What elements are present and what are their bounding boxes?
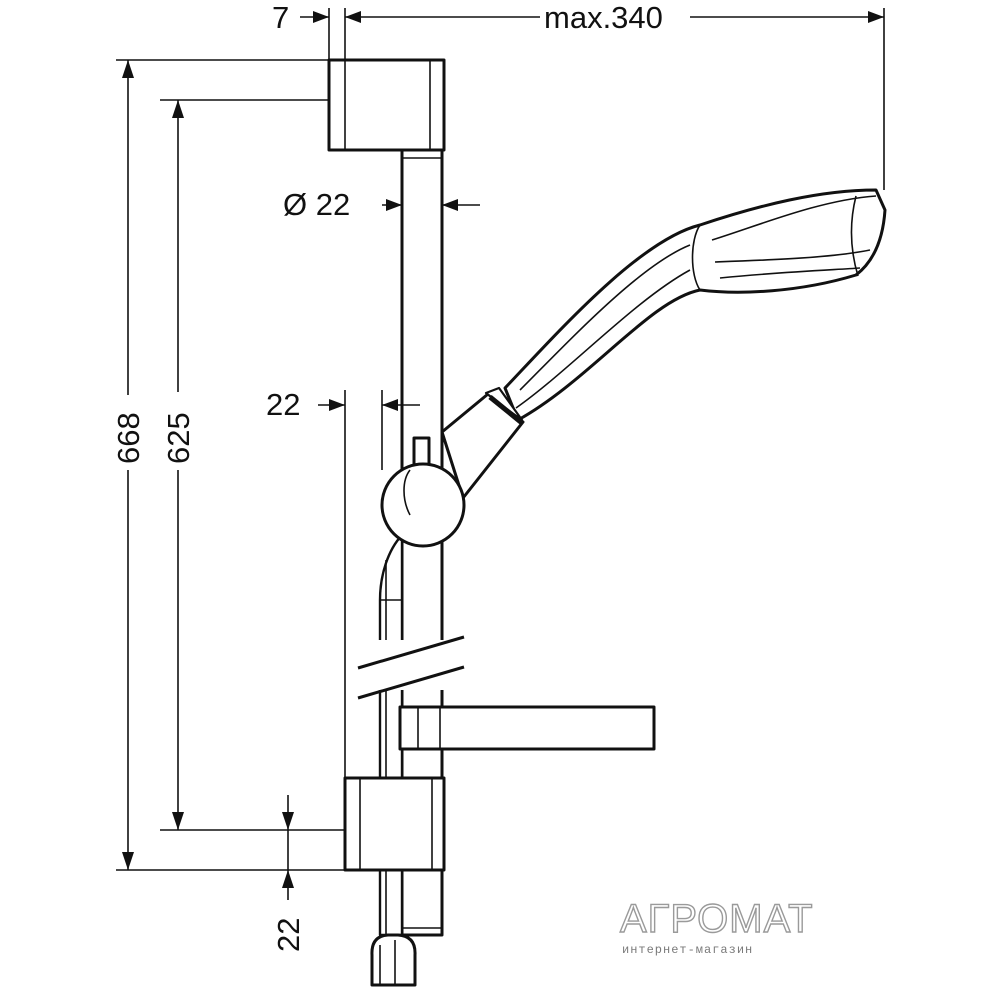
agromat-watermark: АГРОМАТ интернет-магазин — [619, 896, 814, 957]
dim-total-height-label: 668 — [111, 412, 146, 464]
hose-connector — [370, 933, 417, 987]
dimension-lines — [116, 8, 885, 900]
top-wall-bracket — [327, 58, 446, 152]
dim-bar-to-wall-label: 22 — [266, 387, 300, 422]
bottom-wall-bracket — [343, 776, 446, 872]
break-mark — [355, 635, 470, 700]
dim-bar-diameter-label: Ø 22 — [283, 187, 350, 222]
hand-shower — [503, 188, 887, 422]
dim-wall-offset-label: 7 — [272, 0, 289, 35]
watermark-brand: АГРОМАТ — [620, 897, 814, 941]
shower-holder-slider — [380, 386, 525, 548]
soap-dish — [398, 705, 656, 751]
dim-mount-spacing-label: 625 — [161, 412, 196, 464]
dim-max-reach-label: max.340 — [544, 0, 663, 35]
dimension-arrows — [122, 11, 884, 888]
dim-bottom-bracket-label: 22 — [271, 918, 306, 952]
watermark-tagline: интернет-магазин — [622, 943, 753, 957]
